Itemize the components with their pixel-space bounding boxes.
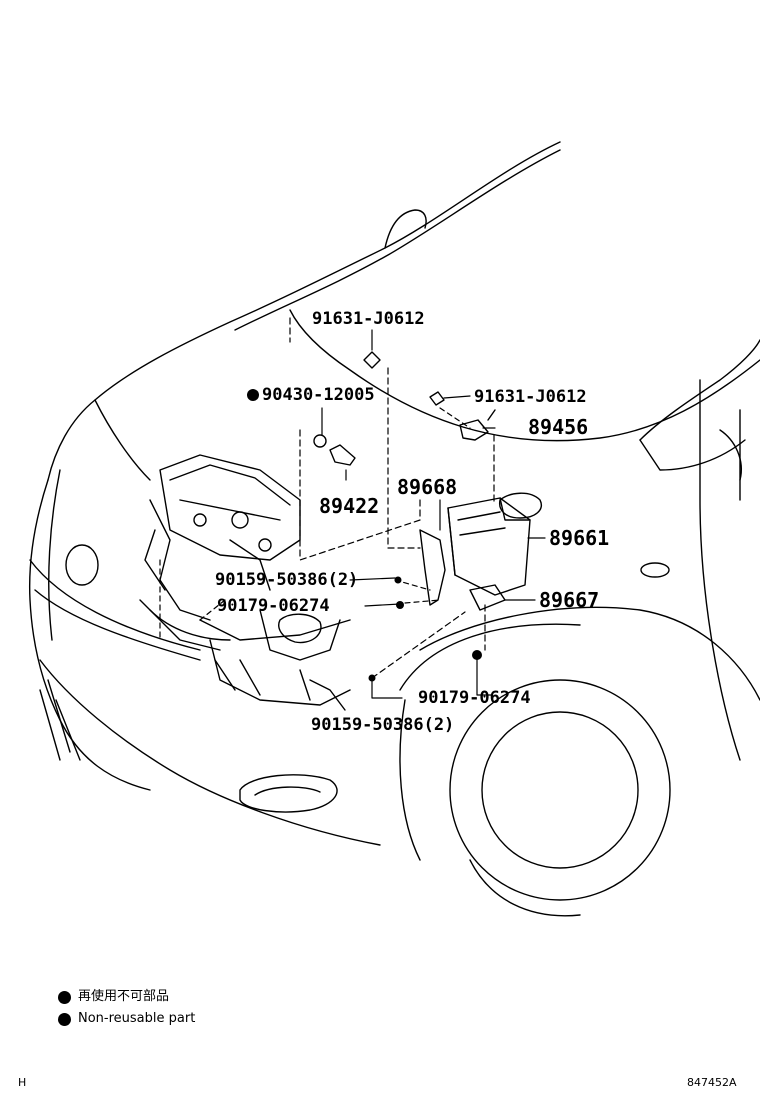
engine-assembly	[139, 454, 351, 711]
footer-left-code: H	[18, 1076, 27, 1089]
legend-item-jp: 再使用不可部品	[58, 989, 169, 1005]
part-label-91631-j0612-top: 91631-J0612	[312, 309, 425, 329]
legend-text-en: Non-reusable part	[78, 1011, 196, 1026]
legend-item-en: Non-reusable part	[58, 1011, 195, 1027]
part-label-89456: 89456	[528, 415, 589, 439]
part-label-90430-12005: 90430-12005	[247, 385, 375, 405]
part-label-90159-50386-a: 90159-50386(2)	[215, 570, 359, 590]
part-label-89667: 89667	[539, 588, 600, 612]
non-reusable-dot-icon	[247, 389, 259, 401]
vehicle-body	[28, 141, 760, 917]
part-label-89661: 89661	[549, 526, 610, 550]
part-label-90179-06274-b: 90179-06274	[418, 688, 531, 708]
legend-text-jp: 再使用不可部品	[78, 989, 170, 1004]
part-label-90159-50386-b: 90159-50386(2)	[311, 715, 455, 735]
non-reusable-dot-icon	[58, 990, 71, 1004]
leader-lines	[159, 317, 546, 699]
fastener-dots	[368, 576, 482, 682]
part-label-90179-06274-a: 90179-06274	[217, 596, 330, 616]
part-label-89668: 89668	[397, 475, 458, 499]
diagram-id: 847452A	[687, 1076, 737, 1089]
ecu-assembly	[313, 351, 531, 611]
part-label-89422: 89422	[319, 494, 380, 518]
non-reusable-dot-icon	[58, 1012, 71, 1026]
part-label-91631-j0612-mid: 91631-J0612	[474, 387, 587, 407]
part-number-90430: 90430-12005	[262, 385, 375, 405]
